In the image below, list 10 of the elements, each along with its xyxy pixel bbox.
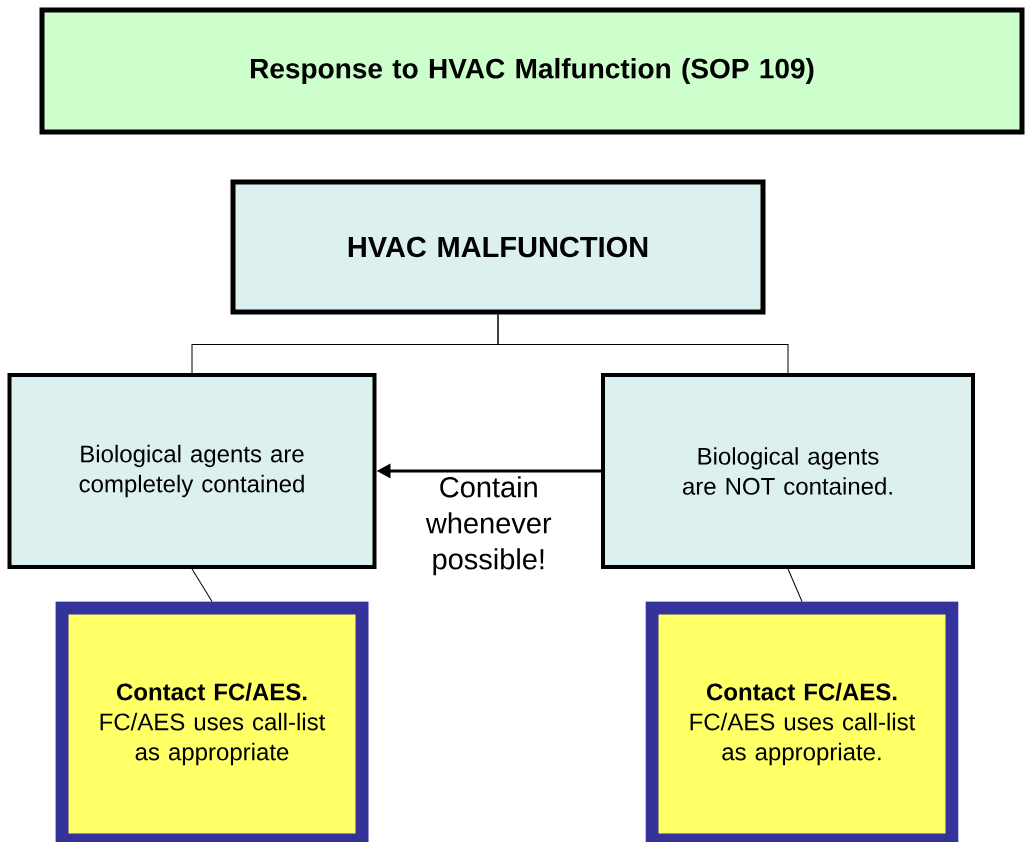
connector [191, 568, 213, 602]
connector [787, 568, 803, 602]
connector [497, 314, 789, 374]
process-box: Biological agents are NOT contained. [601, 373, 975, 569]
title-box: Response to HVAC Malfunction (SOP 109) [39, 7, 1025, 135]
process-box: HVAC MALFUNCTION [230, 179, 766, 315]
process-box: Biological agents are completely contained [7, 373, 377, 569]
action-box: Contact FC/AES. FC/AES uses call-list as appropriate. [645, 601, 959, 842]
action-box: Contact FC/AES. FC/AES uses call-list as appropriate [55, 601, 369, 842]
edge-label: Contain whenever possible! [406, 474, 571, 578]
